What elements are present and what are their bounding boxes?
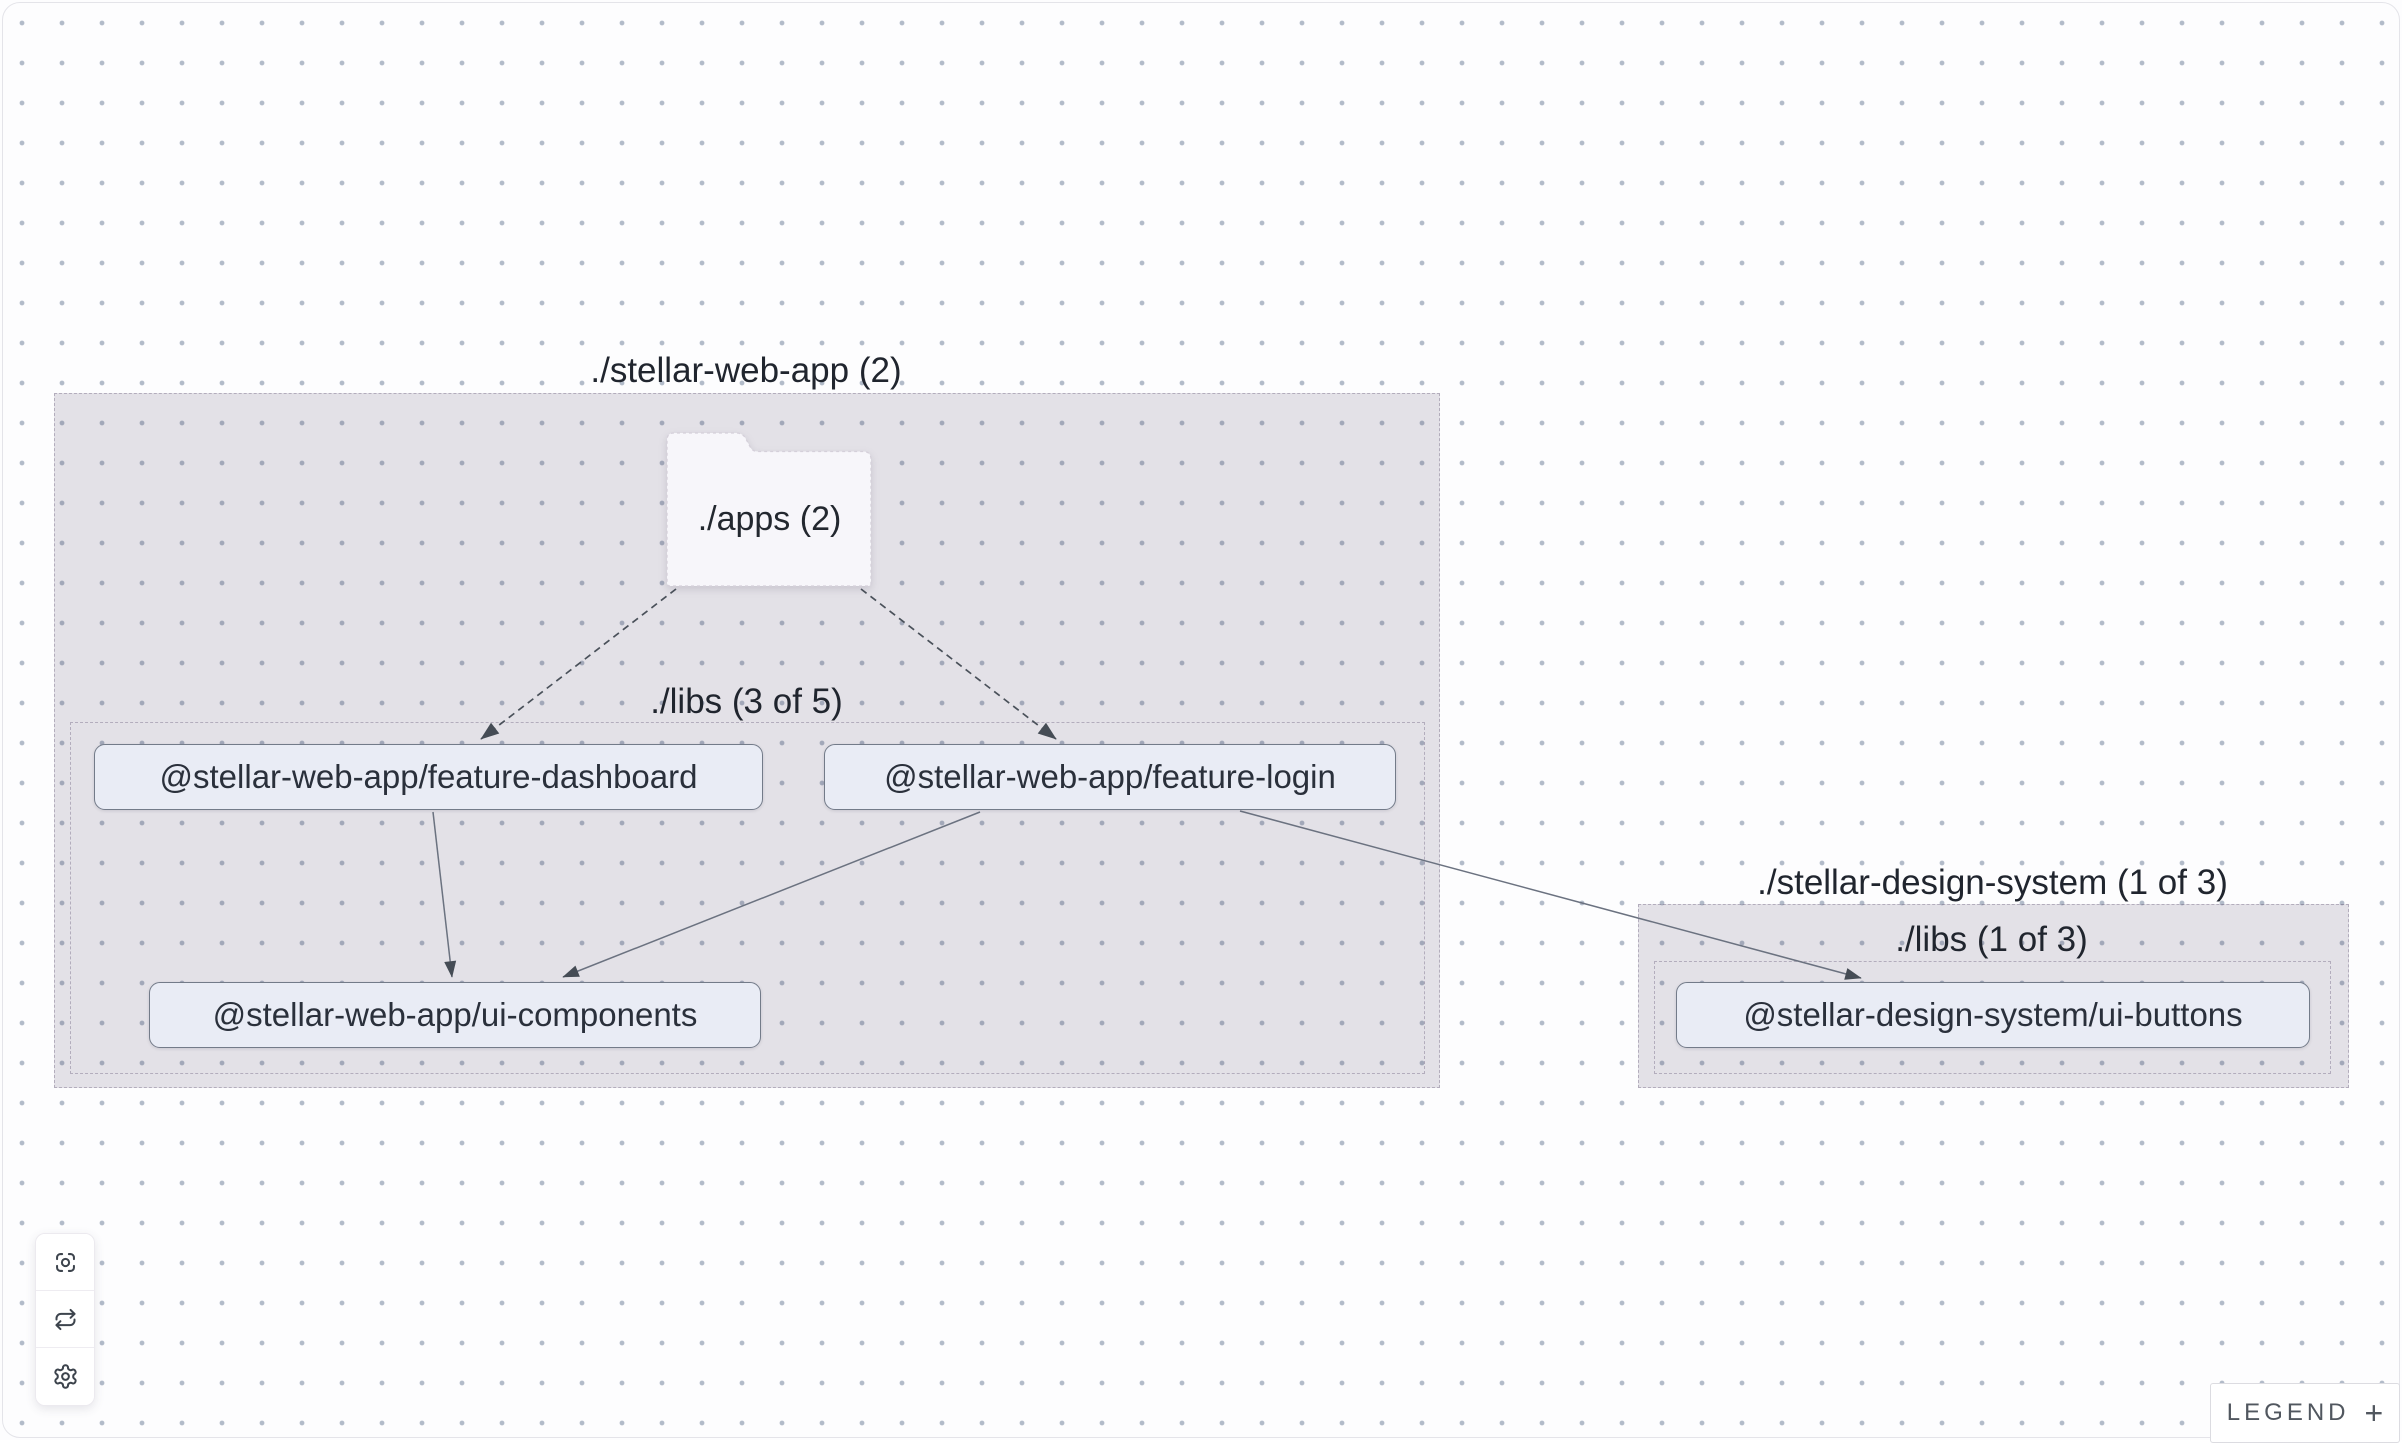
node-feature-dashboard[interactable]: @stellar-web-app/feature-dashboard — [94, 744, 763, 810]
node-ui-buttons[interactable]: @stellar-design-system/ui-buttons — [1676, 982, 2310, 1048]
group-label-stellar-design-system: ./stellar-design-system (1 of 3) — [1638, 864, 2347, 902]
legend-button[interactable]: LEGEND + — [2210, 1383, 2400, 1443]
folder-node-label: ./apps (2) — [666, 451, 873, 587]
node-feature-login[interactable]: @stellar-web-app/feature-login — [824, 744, 1396, 810]
refresh-button[interactable] — [36, 1291, 94, 1348]
refresh-icon — [52, 1306, 79, 1333]
graph-controls-toolbar — [35, 1233, 95, 1406]
gear-icon — [52, 1363, 79, 1390]
group-label-design-system-libs: ./libs (1 of 3) — [1654, 921, 2329, 959]
group-label-web-app-libs: ./libs (3 of 5) — [70, 683, 1423, 721]
node-ui-components[interactable]: @stellar-web-app/ui-components — [149, 982, 761, 1048]
group-label-stellar-web-app: ./stellar-web-app (2) — [54, 352, 1438, 390]
settings-button[interactable] — [36, 1348, 94, 1405]
legend-label: LEGEND — [2227, 1399, 2350, 1427]
folder-node-apps[interactable]: ./apps (2) — [666, 431, 873, 588]
focus-icon — [52, 1249, 79, 1276]
plus-icon: + — [2365, 1397, 2384, 1429]
focus-button[interactable] — [36, 1234, 94, 1291]
